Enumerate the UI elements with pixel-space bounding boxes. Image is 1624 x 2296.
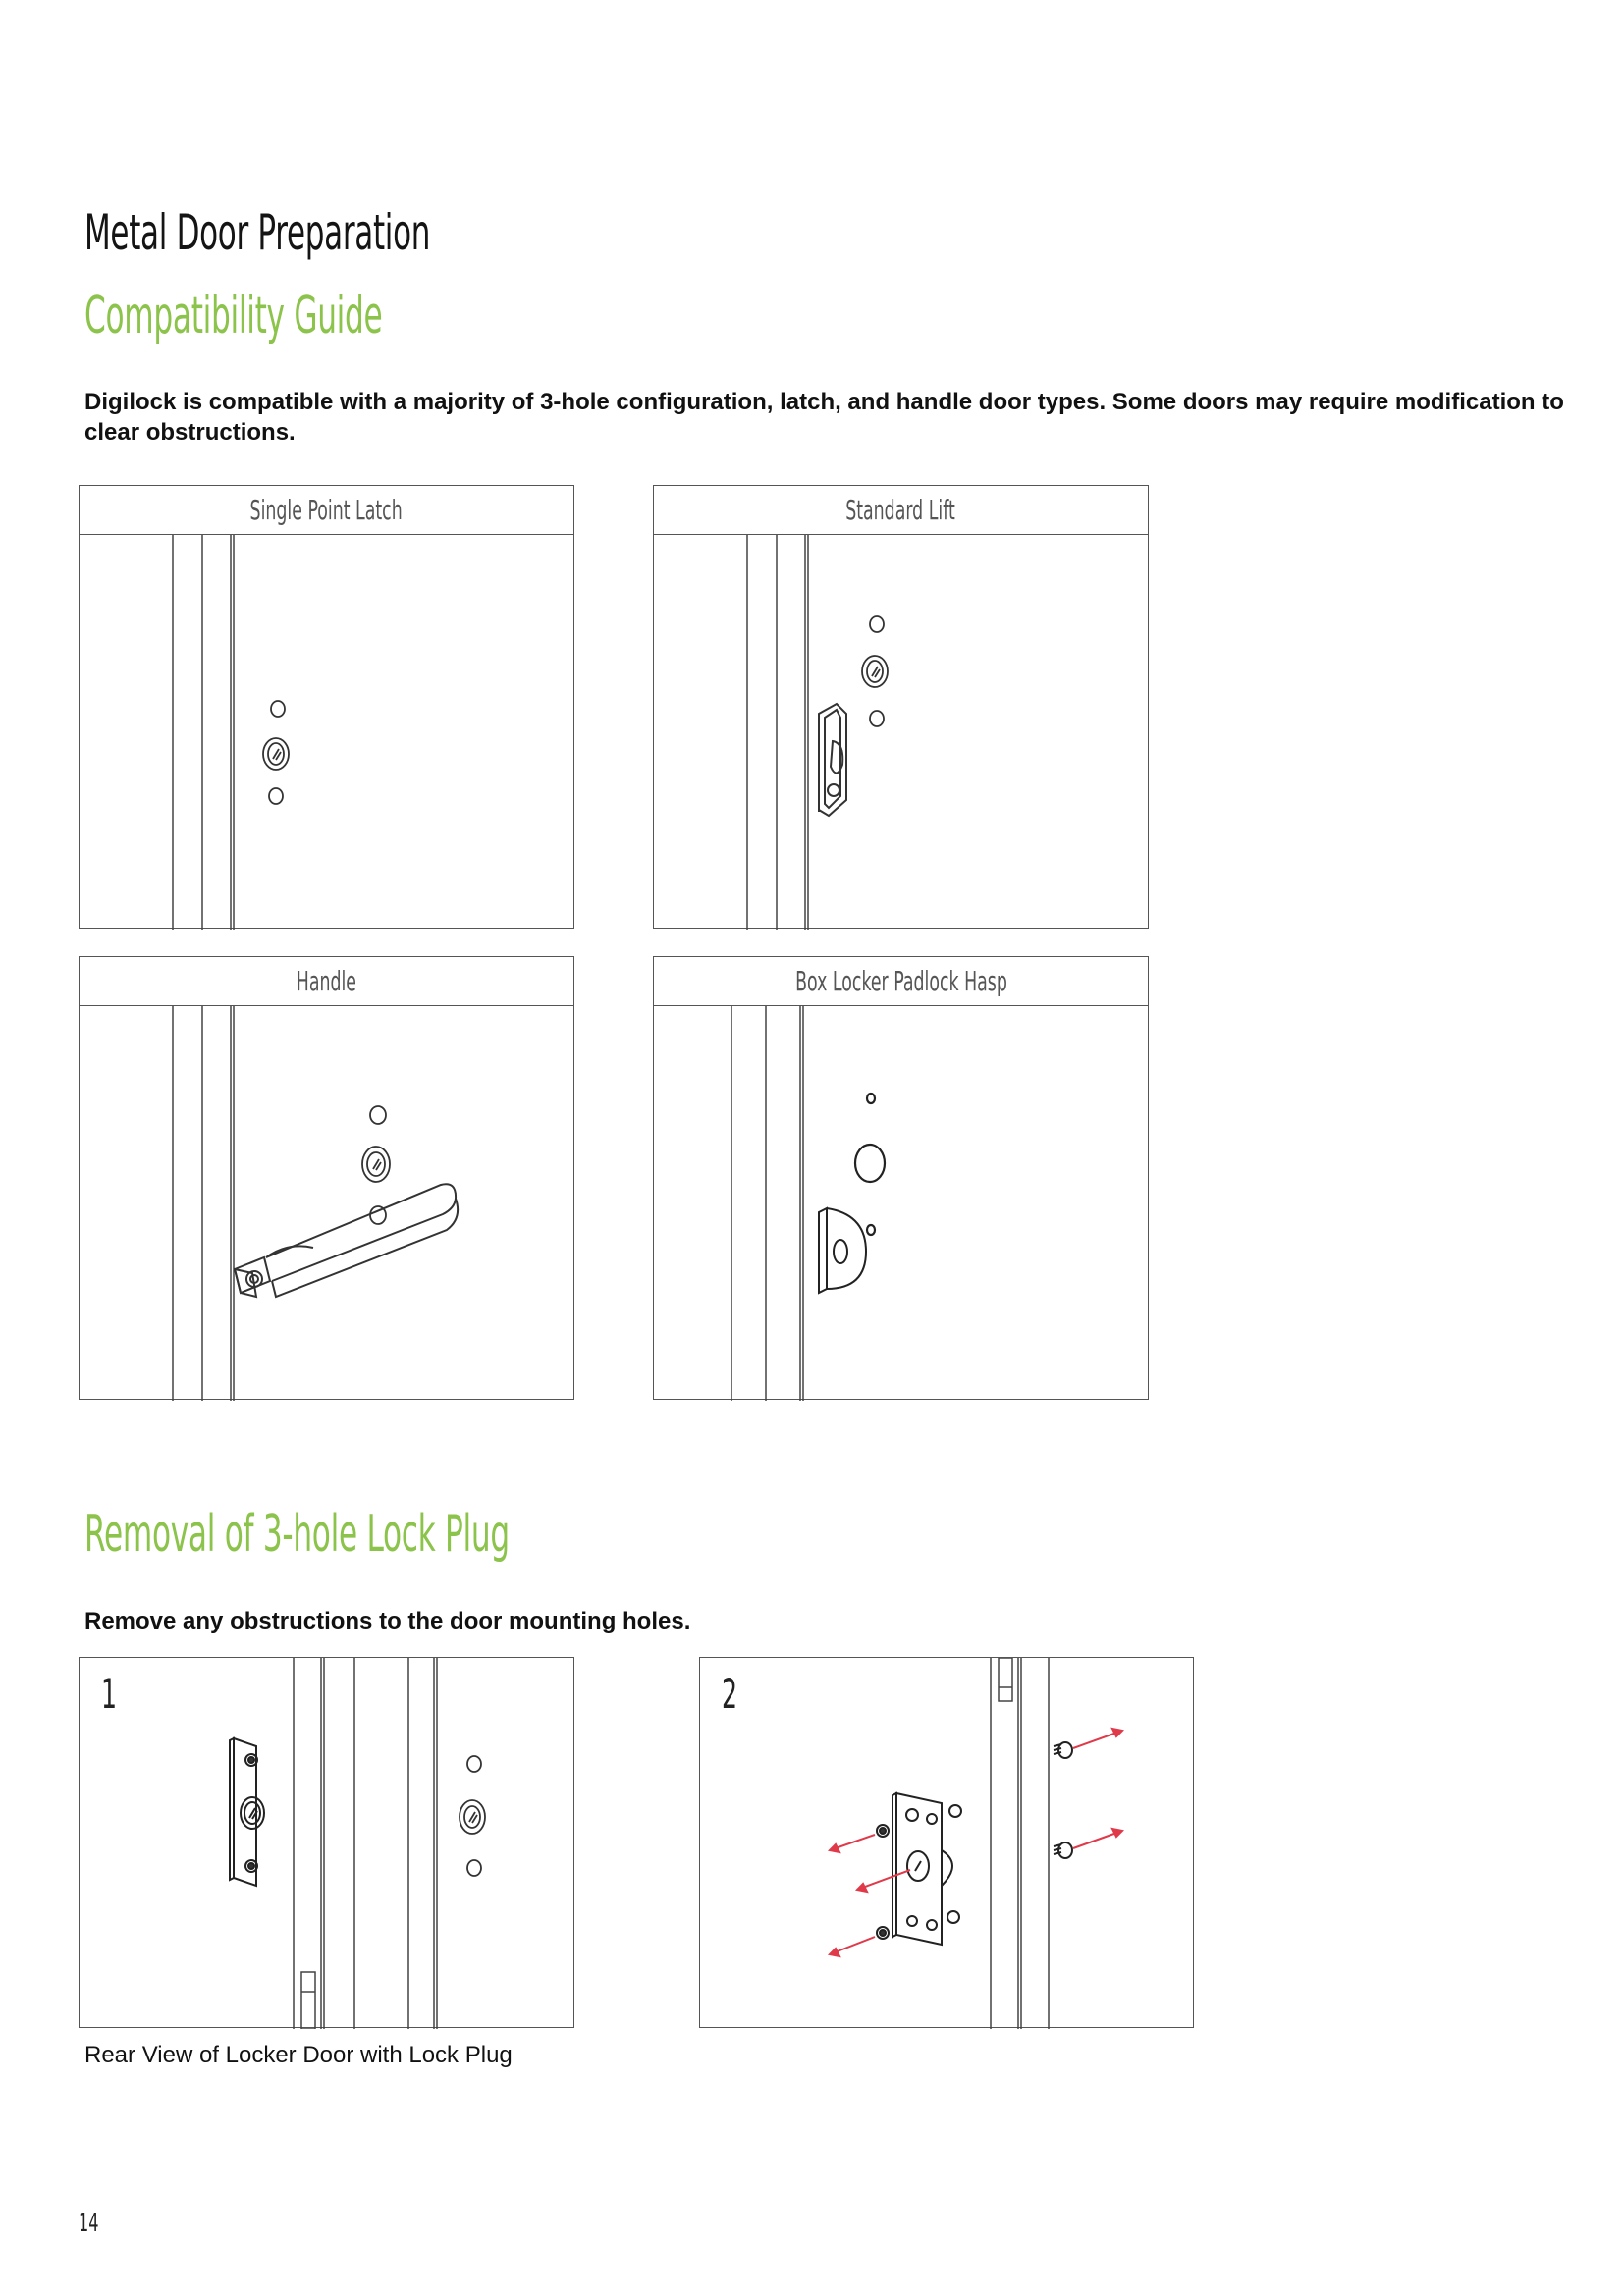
door-frame-icon	[746, 535, 889, 930]
lift-handle-icon	[818, 702, 847, 818]
removal-caption: Rear View of Locker Door with Lock Plug	[84, 2042, 513, 2068]
page-number: 14	[79, 2209, 99, 2238]
panel-label: Standard Lift	[845, 494, 956, 526]
panel-header: Handle	[80, 957, 573, 1006]
removal-heading: Removal of 3-hole Lock Plug	[84, 1505, 510, 1564]
panel-header: Standard Lift	[654, 486, 1148, 535]
panel-label: Single Point Latch	[249, 494, 404, 526]
door-frame-icon	[827, 1658, 1125, 2029]
padlock-hasp-icon	[818, 1206, 868, 1295]
removal-arrow-icon	[827, 1727, 1125, 1958]
panel-single-point-latch: Single Point Latch	[79, 485, 574, 930]
lock-hole-icon	[459, 1755, 486, 1877]
panel-standard-lift: Standard Lift	[653, 485, 1149, 930]
panel-handle: Handle	[79, 956, 574, 1401]
lock-plug-icon	[229, 1736, 265, 1888]
panel-label: Box Locker Padlock Hasp	[794, 965, 1007, 997]
panel-header: Box Locker Padlock Hasp	[654, 957, 1148, 1006]
step-number: 1	[101, 1670, 118, 1718]
lock-hole-icon	[361, 1105, 391, 1225]
door-frame-icon	[172, 1006, 460, 1401]
panel-box-locker-padlock-hasp: Box Locker Padlock Hasp	[653, 956, 1149, 1401]
lock-hole-icon	[262, 700, 290, 805]
door-frame-icon	[172, 535, 290, 930]
door-frame-icon	[229, 1658, 486, 2029]
lever-handle-icon	[233, 1183, 460, 1299]
compatibility-intro: Digilock is compatible with a majority o…	[84, 389, 1564, 446]
step-2-panel: 2	[699, 1657, 1194, 2029]
step-1-panel: 1	[79, 1657, 574, 2029]
lock-hole-icon	[861, 615, 889, 727]
door-frame-icon	[731, 1006, 887, 1401]
panel-header: Single Point Latch	[80, 486, 573, 535]
removal-intro: Remove any obstructions to the door moun…	[84, 1608, 691, 1634]
step-number: 2	[722, 1670, 738, 1718]
lock-plug-icon	[876, 1791, 962, 1947]
panel-label: Handle	[296, 965, 357, 997]
lock-hole-icon	[853, 1092, 887, 1237]
compatibility-heading: Compatibility Guide	[84, 287, 383, 346]
page-title: Metal Door Preparation	[84, 204, 431, 261]
screw-icon	[1053, 1741, 1073, 1859]
